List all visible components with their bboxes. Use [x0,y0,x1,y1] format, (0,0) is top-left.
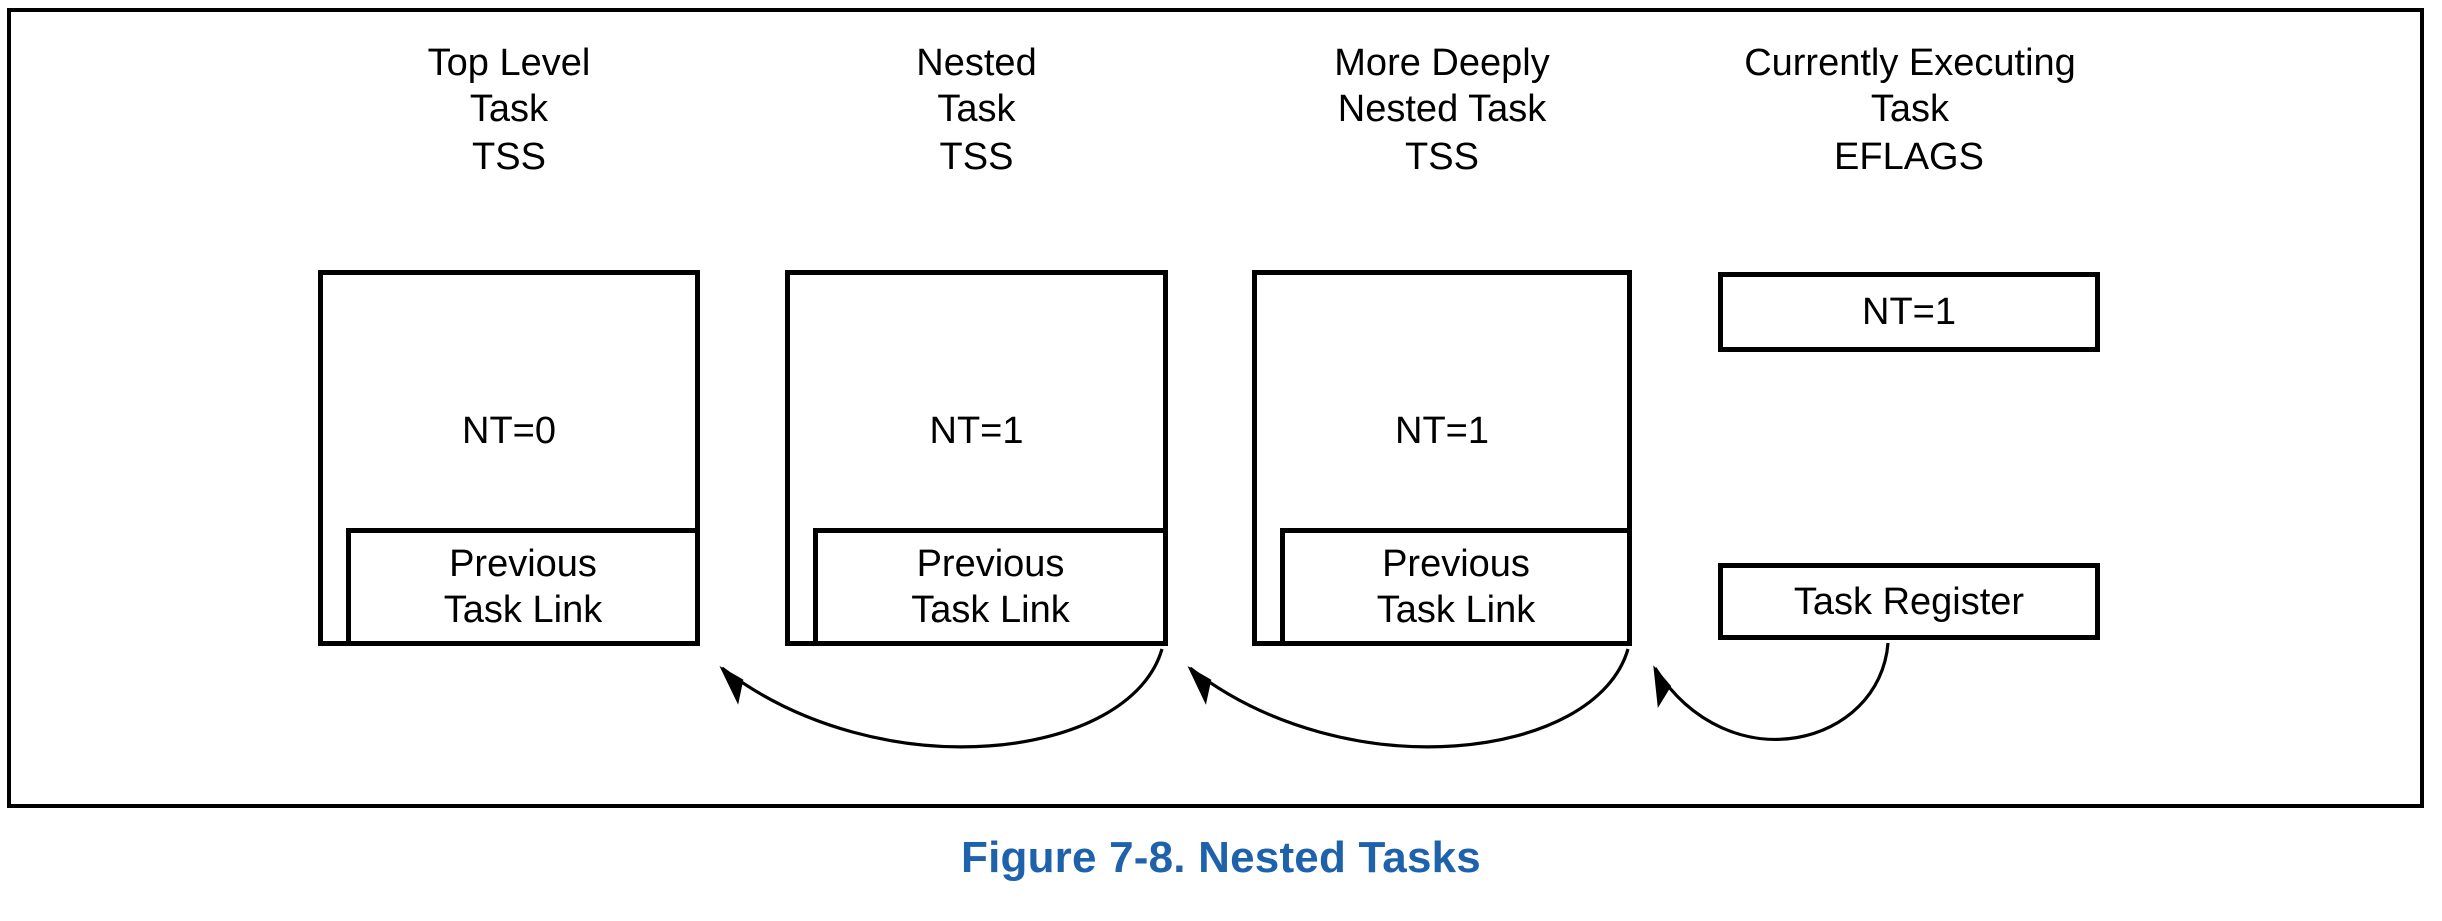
previous-task-link-label-2: Previous Task Link [911,543,1070,631]
column-subheader-tss-2: TSS [939,136,1014,178]
previous-task-link-label-1: Previous Task Link [443,543,603,631]
column-subheader-eflags: EFLAGS [1834,136,1984,178]
previous-task-link-box-top-level-task: Previous Task Link [346,528,700,646]
column-subheader-tss-1: TSS [472,136,546,178]
task-register-box: Task Register [1718,563,2100,640]
previous-task-link-box-nested-task: Previous Task Link [813,528,1168,646]
column-header-top-level-task: Top Level Task [427,42,591,130]
previous-task-link-label-3: Previous Task Link [1376,543,1536,631]
column-header-more-deeply-nested-task: More Deeply Nested Task [1334,42,1550,130]
nt-flag-value-nested-task: NT=1 [929,410,1024,452]
eflags-nt-box: NT=1 [1718,272,2100,352]
figure-caption: Figure 7-8. Nested Tasks [961,833,1481,882]
column-subheader-tss-3: TSS [1405,136,1479,178]
column-header-currently-executing-task: Currently Executing Task [1744,42,2076,130]
column-header-nested-task: Nested Task [916,42,1037,130]
eflags-nt-value: NT=1 [1862,291,1956,333]
previous-task-link-box-more-deeply-nested-task: Previous Task Link [1280,528,1632,646]
task-register-label: Task Register [1793,580,2025,623]
nt-flag-value-top-level-task: NT=0 [462,410,556,452]
nt-flag-value-more-deeply-nested-task: NT=1 [1395,410,1489,452]
